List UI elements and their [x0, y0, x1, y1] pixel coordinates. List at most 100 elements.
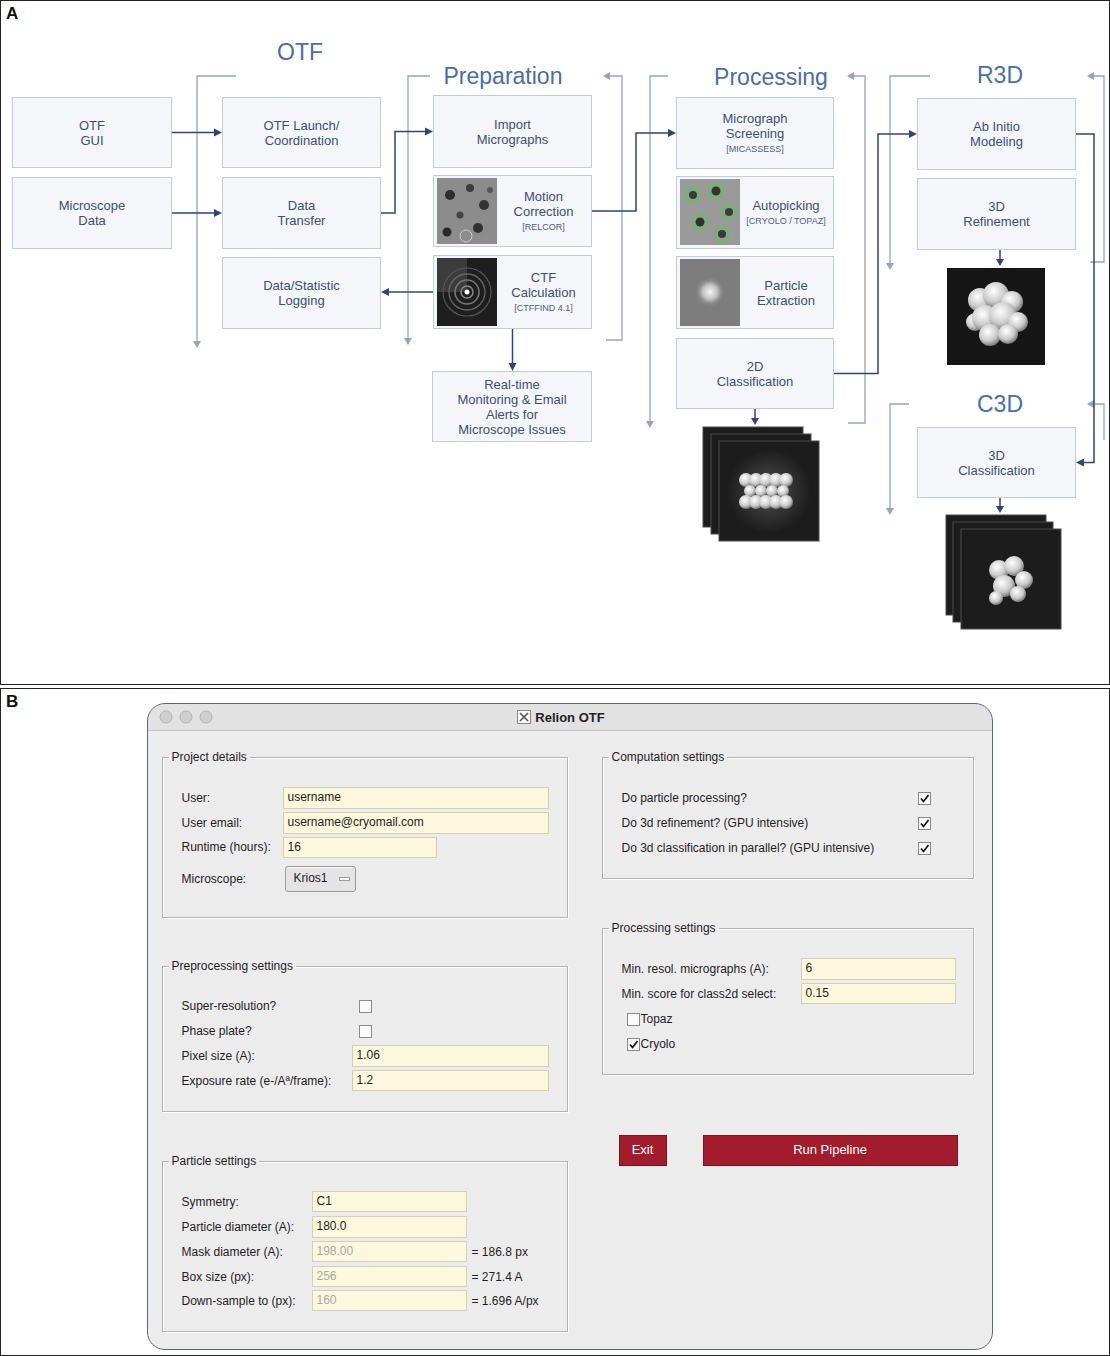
process-box: Micrograph Screening[MICASSESS]: [676, 97, 834, 169]
arrowhead: [425, 128, 433, 136]
stage-heading: Preparation: [353, 62, 653, 90]
field-prompt: Do 3d classification in parallel? (GPU i…: [622, 840, 875, 856]
field-value: 180.0: [317, 1219, 347, 1234]
text-holder: Particle settings: [169, 1153, 260, 1169]
box-label-group: Data/Statistic Logging: [257, 278, 347, 308]
text-field: 180.0: [312, 1216, 467, 1238]
tool-name: [CRYOLO / TOPAZ]: [746, 216, 826, 227]
process-box: Data Transfer: [222, 177, 381, 249]
process-box: 3D Refinement: [917, 178, 1076, 250]
flow-arrow: [381, 288, 433, 296]
flow-arrow: [1076, 134, 1094, 467]
process-box: OTF Launch/ Coordination: [222, 97, 381, 168]
field-prompt: = 1.696 A/px: [472, 1293, 539, 1309]
title-holder: Relion OTF: [148, 710, 992, 726]
text-holder: Preprocessing settings: [169, 958, 296, 974]
text-holder: Exposure rate (e-/Aª/frame):: [182, 1073, 332, 1089]
box-label-group: 3D Refinement: [957, 199, 1037, 229]
process-box: Ab Initio Modeling: [917, 98, 1076, 170]
field-prompt: = 271.4 A: [472, 1269, 523, 1285]
field-value: 160: [317, 1293, 337, 1308]
dropdown-face: [285, 866, 356, 892]
box-label-group: Real-time Monitoring & Email Alerts for …: [456, 377, 568, 437]
field-value: username@cryomail.com: [288, 815, 424, 830]
refined-map: [947, 268, 1045, 365]
text-holder: Project details: [169, 749, 250, 765]
text-holder: Cryolo: [641, 1036, 676, 1052]
field-prompt: = 186.8 px: [472, 1244, 528, 1260]
field-prompt: Topaz: [641, 1011, 673, 1027]
text-holder: Do 3d classification in parallel? (GPU i…: [622, 840, 875, 856]
step-label: Ab Initio Modeling: [957, 119, 1037, 149]
box-label-group: Micrograph Screening[MICASSESS]: [715, 111, 795, 155]
field-prompt: User email:: [182, 815, 243, 831]
text-field: username@cryomail.com: [283, 812, 549, 834]
panel-letter: A: [6, 4, 18, 24]
button-label: Exit: [632, 1142, 654, 1158]
field-value: 16: [288, 840, 301, 855]
text-holder: Min. score for class2d select:: [622, 986, 777, 1002]
settings-group: Project detailsUser:User email:Runtime (…: [162, 757, 568, 918]
field-value: 6: [806, 961, 813, 976]
group-heading: Processing settings: [609, 920, 719, 936]
text-field: 256: [312, 1266, 467, 1287]
step-label: Data Transfer: [272, 198, 332, 228]
field-prompt: Mask diameter (A):: [182, 1244, 283, 1260]
connector-line: [1076, 134, 1094, 463]
label-holder: Processing: [621, 63, 921, 91]
field-prompt: Particle diameter (A):: [182, 1219, 295, 1235]
arrowhead: [509, 363, 517, 371]
label-holder: B: [6, 692, 18, 712]
box-label-group: OTF GUI: [72, 118, 112, 148]
box-label-group: 3D Classification: [954, 448, 1039, 478]
panel-letter: B: [6, 692, 18, 712]
process-box: 3D Classification: [917, 427, 1076, 498]
text-field: 160: [312, 1290, 467, 1311]
text-holder: Do particle processing?: [622, 790, 747, 806]
bracket-arrowhead: [193, 72, 1094, 515]
box-label-group: Ab Initio Modeling: [957, 119, 1037, 149]
field-prompt: Symmetry:: [182, 1194, 239, 1210]
step-label: OTF Launch/ Coordination: [259, 118, 344, 148]
connector-line: [381, 132, 426, 214]
process-box: 2D Classification: [676, 338, 834, 409]
stage-heading: R3D: [850, 61, 1110, 89]
flow-arrow: [592, 129, 676, 211]
tool-name: [RELCOR]: [504, 222, 584, 233]
connector-line: [172, 132, 215, 134]
field-value: 1.2: [357, 1073, 374, 1088]
step-label: Motion Correction: [504, 189, 584, 219]
tool-name: [CTFFIND 4.1]: [504, 303, 584, 314]
group-heading: Particle settings: [169, 1153, 260, 1169]
app-window: Relion OTF Project detailsUser:User email…: [147, 703, 993, 1350]
stage-heading: C3D: [850, 390, 1110, 418]
class3d-stack: [946, 515, 1061, 629]
field-prompt: Box size (px):: [182, 1269, 255, 1285]
text-holder: Topaz: [641, 1011, 673, 1027]
text-field: 0.15: [801, 983, 956, 1004]
text-holder: Down-sample to (px):: [182, 1293, 296, 1309]
process-box: Particle Extraction: [676, 256, 834, 329]
step-label: Import Micrographs: [473, 117, 553, 147]
button-label: Run Pipeline: [793, 1142, 867, 1158]
arrowhead: [214, 129, 222, 137]
step-label: CTF Calculation: [504, 270, 584, 300]
text-holder: Processing settings: [609, 920, 719, 936]
field-prompt: Cryolo: [641, 1036, 676, 1052]
flow-arrow: [172, 209, 222, 217]
flow-arrow: [172, 129, 222, 137]
text-holder: = 186.8 px: [472, 1244, 528, 1260]
label-holder: Preparation: [353, 62, 653, 90]
step-label: Real-time Monitoring & Email Alerts for …: [456, 377, 568, 437]
step-label: Particle Extraction: [746, 278, 826, 308]
autopick-thumbnail: [680, 179, 740, 245]
step-label: Micrograph Screening: [715, 111, 795, 141]
text-holder: Runtime (hours):: [182, 839, 271, 855]
box-label-group: Import Micrographs: [473, 117, 553, 147]
ctf-thumbnail: [437, 258, 497, 326]
label-holder: OTF: [150, 38, 450, 66]
process-box: Autopicking[CRYOLO / TOPAZ]: [676, 176, 834, 249]
dropdown-button: Krios1: [285, 866, 356, 892]
connector-line: [388, 291, 433, 293]
box-label-group: Data Transfer: [272, 198, 332, 228]
